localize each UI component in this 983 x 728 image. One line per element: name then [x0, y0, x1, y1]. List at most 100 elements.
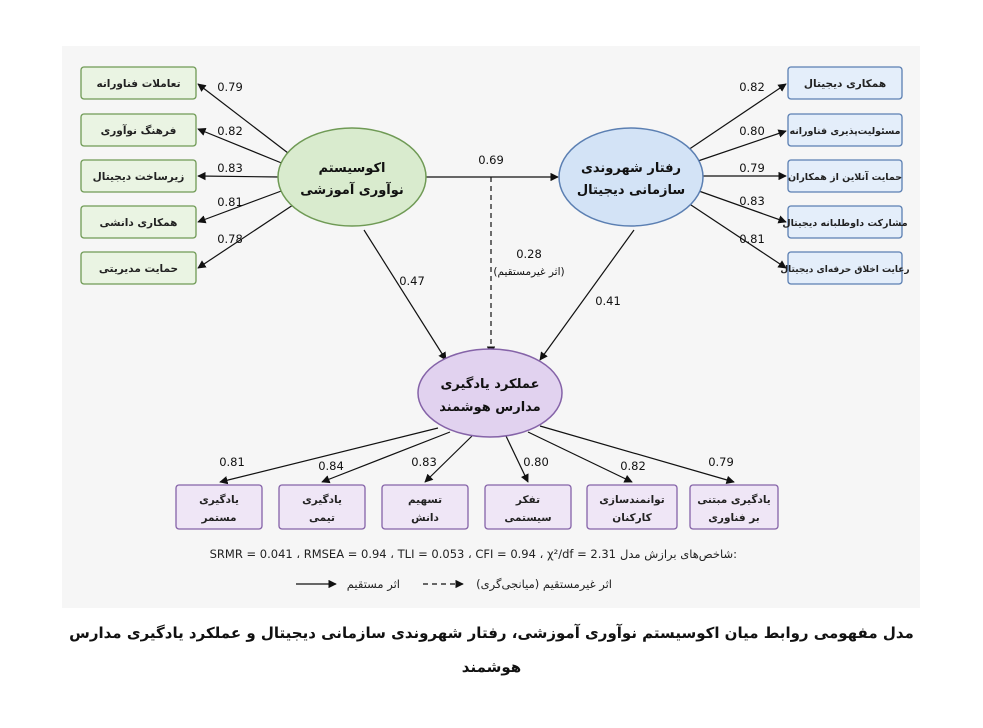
loading-label: 0.83: [739, 194, 765, 208]
indicator-label-line2: دانش: [411, 512, 439, 524]
loading-arrow: [197, 83, 289, 154]
loading-label: 0.83: [411, 455, 437, 469]
loading-arrow: [505, 435, 529, 483]
construct-citizenship-line1: رفتار شهروندی: [581, 161, 681, 176]
indicator-box: تعاملات فناورانه: [80, 66, 197, 100]
indicator-label-line1: تسهیم: [408, 494, 442, 506]
indicator-box: همکاری دانشی: [80, 205, 197, 239]
indicator-box: همکاری دیجیتال: [787, 66, 903, 100]
indirect-value: 0.28: [516, 247, 542, 261]
path-cit-to-perf-label: 0.41: [595, 294, 621, 308]
legend: اثر مستقیم اثر غیرمستقیم (میانجی‌گری): [296, 577, 612, 592]
indicator-label: همکاری دیجیتال: [804, 78, 886, 90]
indicator-label-line2: بر فناوری: [708, 512, 759, 524]
performance-indicators: یادگیری مستمر یادگیری تیمی تسهیم دانش تف…: [175, 484, 779, 530]
legend-direct-label: اثر مستقیم: [347, 577, 400, 592]
indicator-box: حمایت مدیریتی: [80, 251, 197, 285]
construct-citizenship: رفتار شهروندی سازمانی دیجیتال: [558, 127, 704, 227]
indicator-label: مسئولیت‌پذیری فناورانه: [789, 126, 900, 137]
indicator-box: یادگیری تیمی: [278, 484, 366, 530]
loading-arrow: [687, 202, 787, 269]
indicator-label-line2: سیستمی: [504, 512, 551, 524]
citizenship-indicators: همکاری دیجیتال مسئولیت‌پذیری فناورانه حم…: [780, 66, 910, 285]
loading-label: 0.81: [739, 232, 765, 246]
path-cit-to-perf: [539, 229, 635, 361]
citizenship-loading-arrows: [687, 83, 787, 269]
loading-label: 0.80: [523, 455, 549, 469]
indicator-box: مشارکت داوطلبانه دیجیتال: [782, 205, 908, 239]
indicator-label: تعاملات فناورانه: [96, 78, 180, 90]
loading-label: 0.83: [217, 161, 243, 175]
indicator-label-line1: تفکر: [515, 494, 540, 506]
loading-arrow: [687, 83, 787, 151]
indicator-label-line2: تیمی: [309, 512, 335, 524]
construct-ecosystem-line2: نوآوری آموزشی: [300, 181, 404, 198]
indicator-label: همکاری دانشی: [100, 217, 178, 229]
construct-performance-line1: عملکرد یادگیری: [440, 376, 539, 392]
loading-arrow: [424, 435, 473, 483]
loading-label: 0.82: [620, 459, 646, 473]
loading-arrow: [197, 171, 281, 181]
construct-citizenship-line2: سازمانی دیجیتال: [577, 183, 685, 198]
fit-indices: SRMR = 0.041 ، RMSEA = 0.94 ، TLI = 0.05…: [210, 547, 737, 562]
loading-arrow: [527, 431, 633, 483]
loading-label: 0.79: [739, 161, 765, 175]
performance-loading-labels: 0.81 0.84 0.83 0.80 0.82 0.79: [219, 455, 734, 473]
loading-arrow: [197, 127, 285, 165]
figure-caption: مدل مفهومی روابط میان اکوسیستم نوآوری آم…: [69, 624, 914, 676]
loading-arrow: [197, 202, 297, 269]
indicator-box: تسهیم دانش: [381, 484, 469, 530]
indicator-box: مسئولیت‌پذیری فناورانه: [787, 113, 903, 147]
fit-indices-values: SRMR = 0.041 ، RMSEA = 0.94 ، TLI = 0.05…: [210, 547, 616, 561]
indicator-label: رعایت اخلاق حرفه‌ای دیجیتال: [780, 265, 909, 275]
indicator-box: حمایت آنلاین از همکاران: [787, 159, 903, 193]
indicator-box: فرهنگ نوآوری: [80, 113, 197, 147]
performance-loading-arrows: [219, 425, 735, 485]
indicator-label-line1: یادگیری: [302, 493, 342, 506]
indicator-label-line2: کارکنان: [612, 512, 652, 524]
loading-label: 0.84: [318, 459, 344, 473]
loading-label: 0.80: [739, 124, 765, 138]
ecosystem-loading-arrows: [197, 83, 297, 269]
indicator-label: حمایت آنلاین از همکاران: [788, 170, 902, 183]
construct-performance-line2: مدارس هوشمند: [439, 400, 540, 415]
loading-label: 0.81: [219, 455, 245, 469]
indicator-label-line2: مستمر: [200, 512, 236, 524]
loading-arrow: [197, 189, 285, 224]
loading-arrow: [694, 129, 787, 163]
indicator-label-line1: توانمندسازی: [599, 494, 664, 506]
loading-label: 0.82: [739, 80, 765, 94]
structural-paths: 0.69 0.47 0.41 0.28 (اثر غیرمستقیم): [363, 153, 635, 361]
ecosystem-indicators: تعاملات فناورانه فرهنگ نوآوری زیرساخت دی…: [80, 66, 197, 285]
loading-label: 0.78: [217, 232, 243, 246]
loading-arrow: [539, 425, 735, 484]
construct-ecosystem-line1: اکوسیستم: [319, 161, 386, 176]
indicator-label: مشارکت داوطلبانه دیجیتال: [782, 218, 907, 229]
path-eco-to-cit-label: 0.69: [478, 153, 504, 167]
indicator-box: تفکر سیستمی: [484, 484, 572, 530]
loading-arrow: [695, 189, 787, 224]
path-eco-to-perf: [363, 229, 447, 361]
indicator-box: زیرساخت دیجیتال: [80, 159, 197, 193]
loading-label: 0.82: [217, 124, 243, 138]
indicator-label: فرهنگ نوآوری: [101, 124, 177, 137]
citizenship-loading-labels: 0.82 0.80 0.79 0.83 0.81: [739, 80, 765, 246]
loading-arrow: [321, 431, 451, 484]
indicator-box: رعایت اخلاق حرفه‌ای دیجیتال: [780, 251, 910, 285]
loading-arrow: [219, 427, 439, 485]
indicator-label: حمایت مدیریتی: [99, 263, 178, 275]
indicator-box: توانمندسازی کارکنان: [586, 484, 678, 530]
construct-ecosystem: اکوسیستم نوآوری آموزشی: [277, 127, 427, 227]
loading-label: 0.81: [217, 195, 243, 209]
ecosystem-loading-labels: 0.79 0.82 0.83 0.81 0.78: [217, 80, 243, 246]
indicator-label-line1: یادگیری: [199, 493, 239, 506]
fit-indices-label: شاخص‌های برازش مدل:: [620, 547, 737, 562]
path-eco-to-perf-label: 0.47: [399, 274, 425, 288]
indicator-label-line1: یادگیری مبتنی: [697, 493, 771, 506]
indicator-label: زیرساخت دیجیتال: [93, 171, 185, 183]
loading-label: 0.79: [708, 455, 734, 469]
indicator-box: یادگیری مبتنی بر فناوری: [689, 484, 779, 530]
legend-indirect-label: اثر غیرمستقیم (میانجی‌گری): [476, 577, 612, 592]
indicator-box: یادگیری مستمر: [175, 484, 263, 530]
